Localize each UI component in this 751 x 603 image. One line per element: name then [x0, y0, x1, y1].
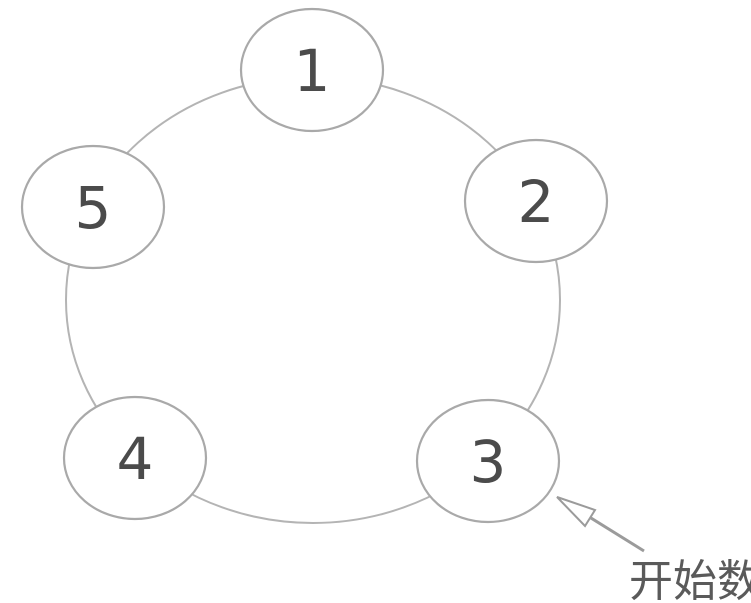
start-annotation-arrow [556, 496, 645, 553]
node-1: 1 [239, 7, 385, 133]
annotation-label: 开始数 [629, 556, 751, 603]
node-3-label: 3 [470, 428, 507, 496]
node-2: 2 [463, 138, 609, 264]
node-5-circle [20, 144, 166, 270]
node-2-circle [463, 138, 609, 264]
node-1-label: 1 [294, 37, 331, 105]
node-3-circle [415, 398, 561, 524]
arrow-head-icon [556, 496, 597, 528]
node-4-circle [62, 395, 208, 521]
node-4: 4 [62, 395, 208, 521]
node-3: 3 [415, 398, 561, 524]
node-1-circle [239, 7, 385, 133]
node-2-label: 2 [518, 168, 555, 236]
node-4-label: 4 [117, 425, 154, 493]
node-5-label: 5 [75, 174, 112, 242]
node-5: 5 [20, 144, 166, 270]
